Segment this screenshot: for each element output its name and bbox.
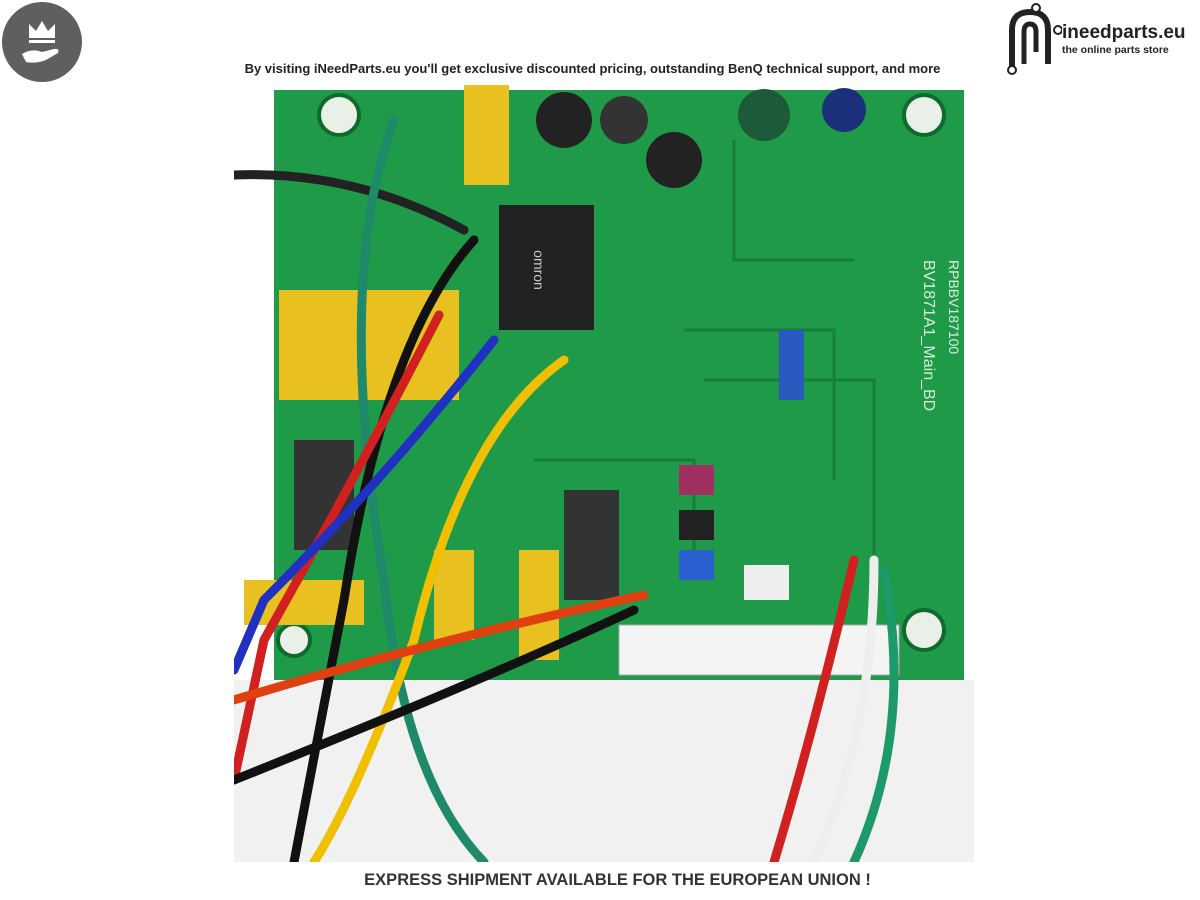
brand-tagline: the online parts store: [1062, 44, 1169, 56]
logo-mark-icon: [1007, 3, 1063, 75]
brand-logo[interactable]: ineedparts.eu the online parts store: [1002, 2, 1192, 77]
crown-hand-icon: [2, 2, 82, 82]
brand-name: ineedparts.eu: [1062, 22, 1186, 43]
relay: [499, 205, 594, 330]
svg-text:BV1871A1_Main_BD: BV1871A1_Main_BD: [920, 260, 937, 411]
svg-text:RPBBV187100: RPBBV187100: [946, 260, 962, 354]
product-photo-pcb: omron BV1871A1_Main_BD RPBBV187100: [234, 85, 974, 862]
promo-banner: By visiting iNeedParts.eu you'll get exc…: [244, 61, 941, 76]
svg-text:omron: omron: [531, 250, 547, 290]
shipping-banner: EXPRESS SHIPMENT AVAILABLE FOR THE EUROP…: [364, 871, 871, 889]
